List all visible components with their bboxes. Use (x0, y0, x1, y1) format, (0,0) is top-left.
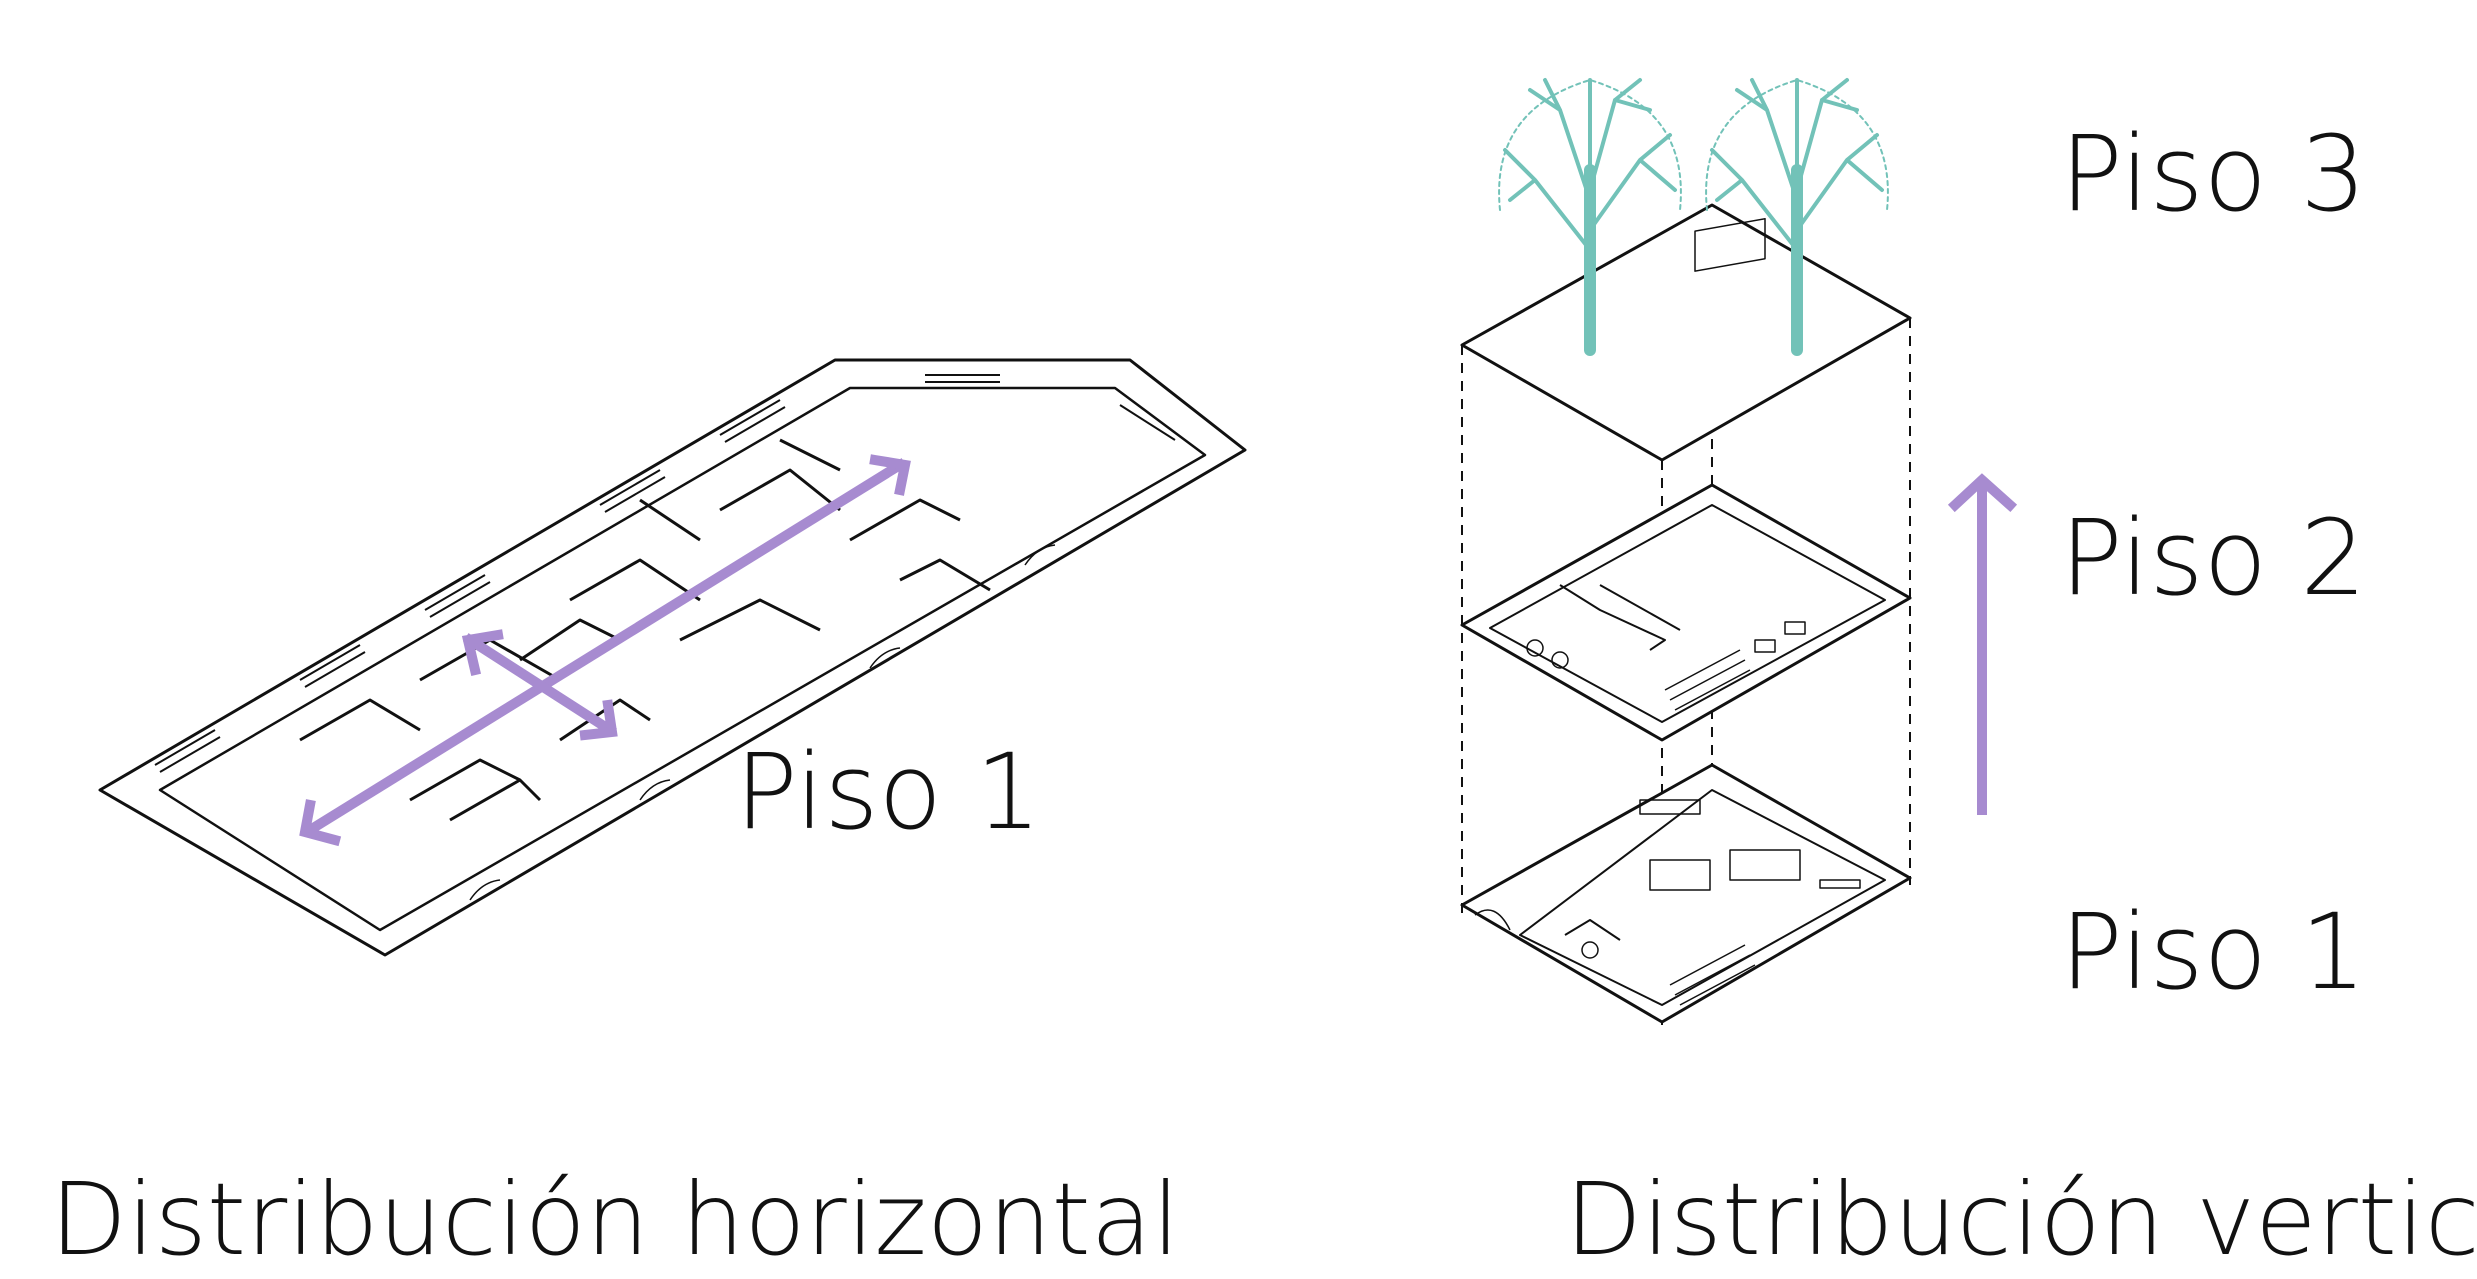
tree-icon (1705, 78, 1889, 356)
floor-label-3: Piso 3 (2060, 113, 2367, 235)
horizontal-arrows (299, 454, 911, 847)
windows (154, 374, 1176, 773)
vertical-arrow (1947, 473, 2018, 815)
floor-1-plan (1460, 763, 1912, 1024)
arrow-icon (303, 458, 907, 837)
floor-2-plan (1460, 218, 1912, 742)
doors (469, 544, 1056, 901)
caption-horizontal: Distribución horizontal (50, 1161, 1180, 1278)
floor-label-2: Piso 2 (2060, 497, 2367, 619)
floor-label-1: Piso 1 (2060, 891, 2367, 1013)
caption-vertical: Distribución vertical (1565, 1161, 2477, 1278)
left-floor-label: Piso 1 (735, 731, 1042, 853)
floor-3-roof (1460, 203, 1912, 462)
vertical-stack (1460, 203, 1912, 1025)
horizontal-floor-plan (98, 358, 1247, 957)
trees (1498, 78, 1889, 356)
tree-icon (1498, 78, 1682, 356)
arrow-icon (463, 633, 617, 737)
room-partitions (299, 438, 991, 822)
